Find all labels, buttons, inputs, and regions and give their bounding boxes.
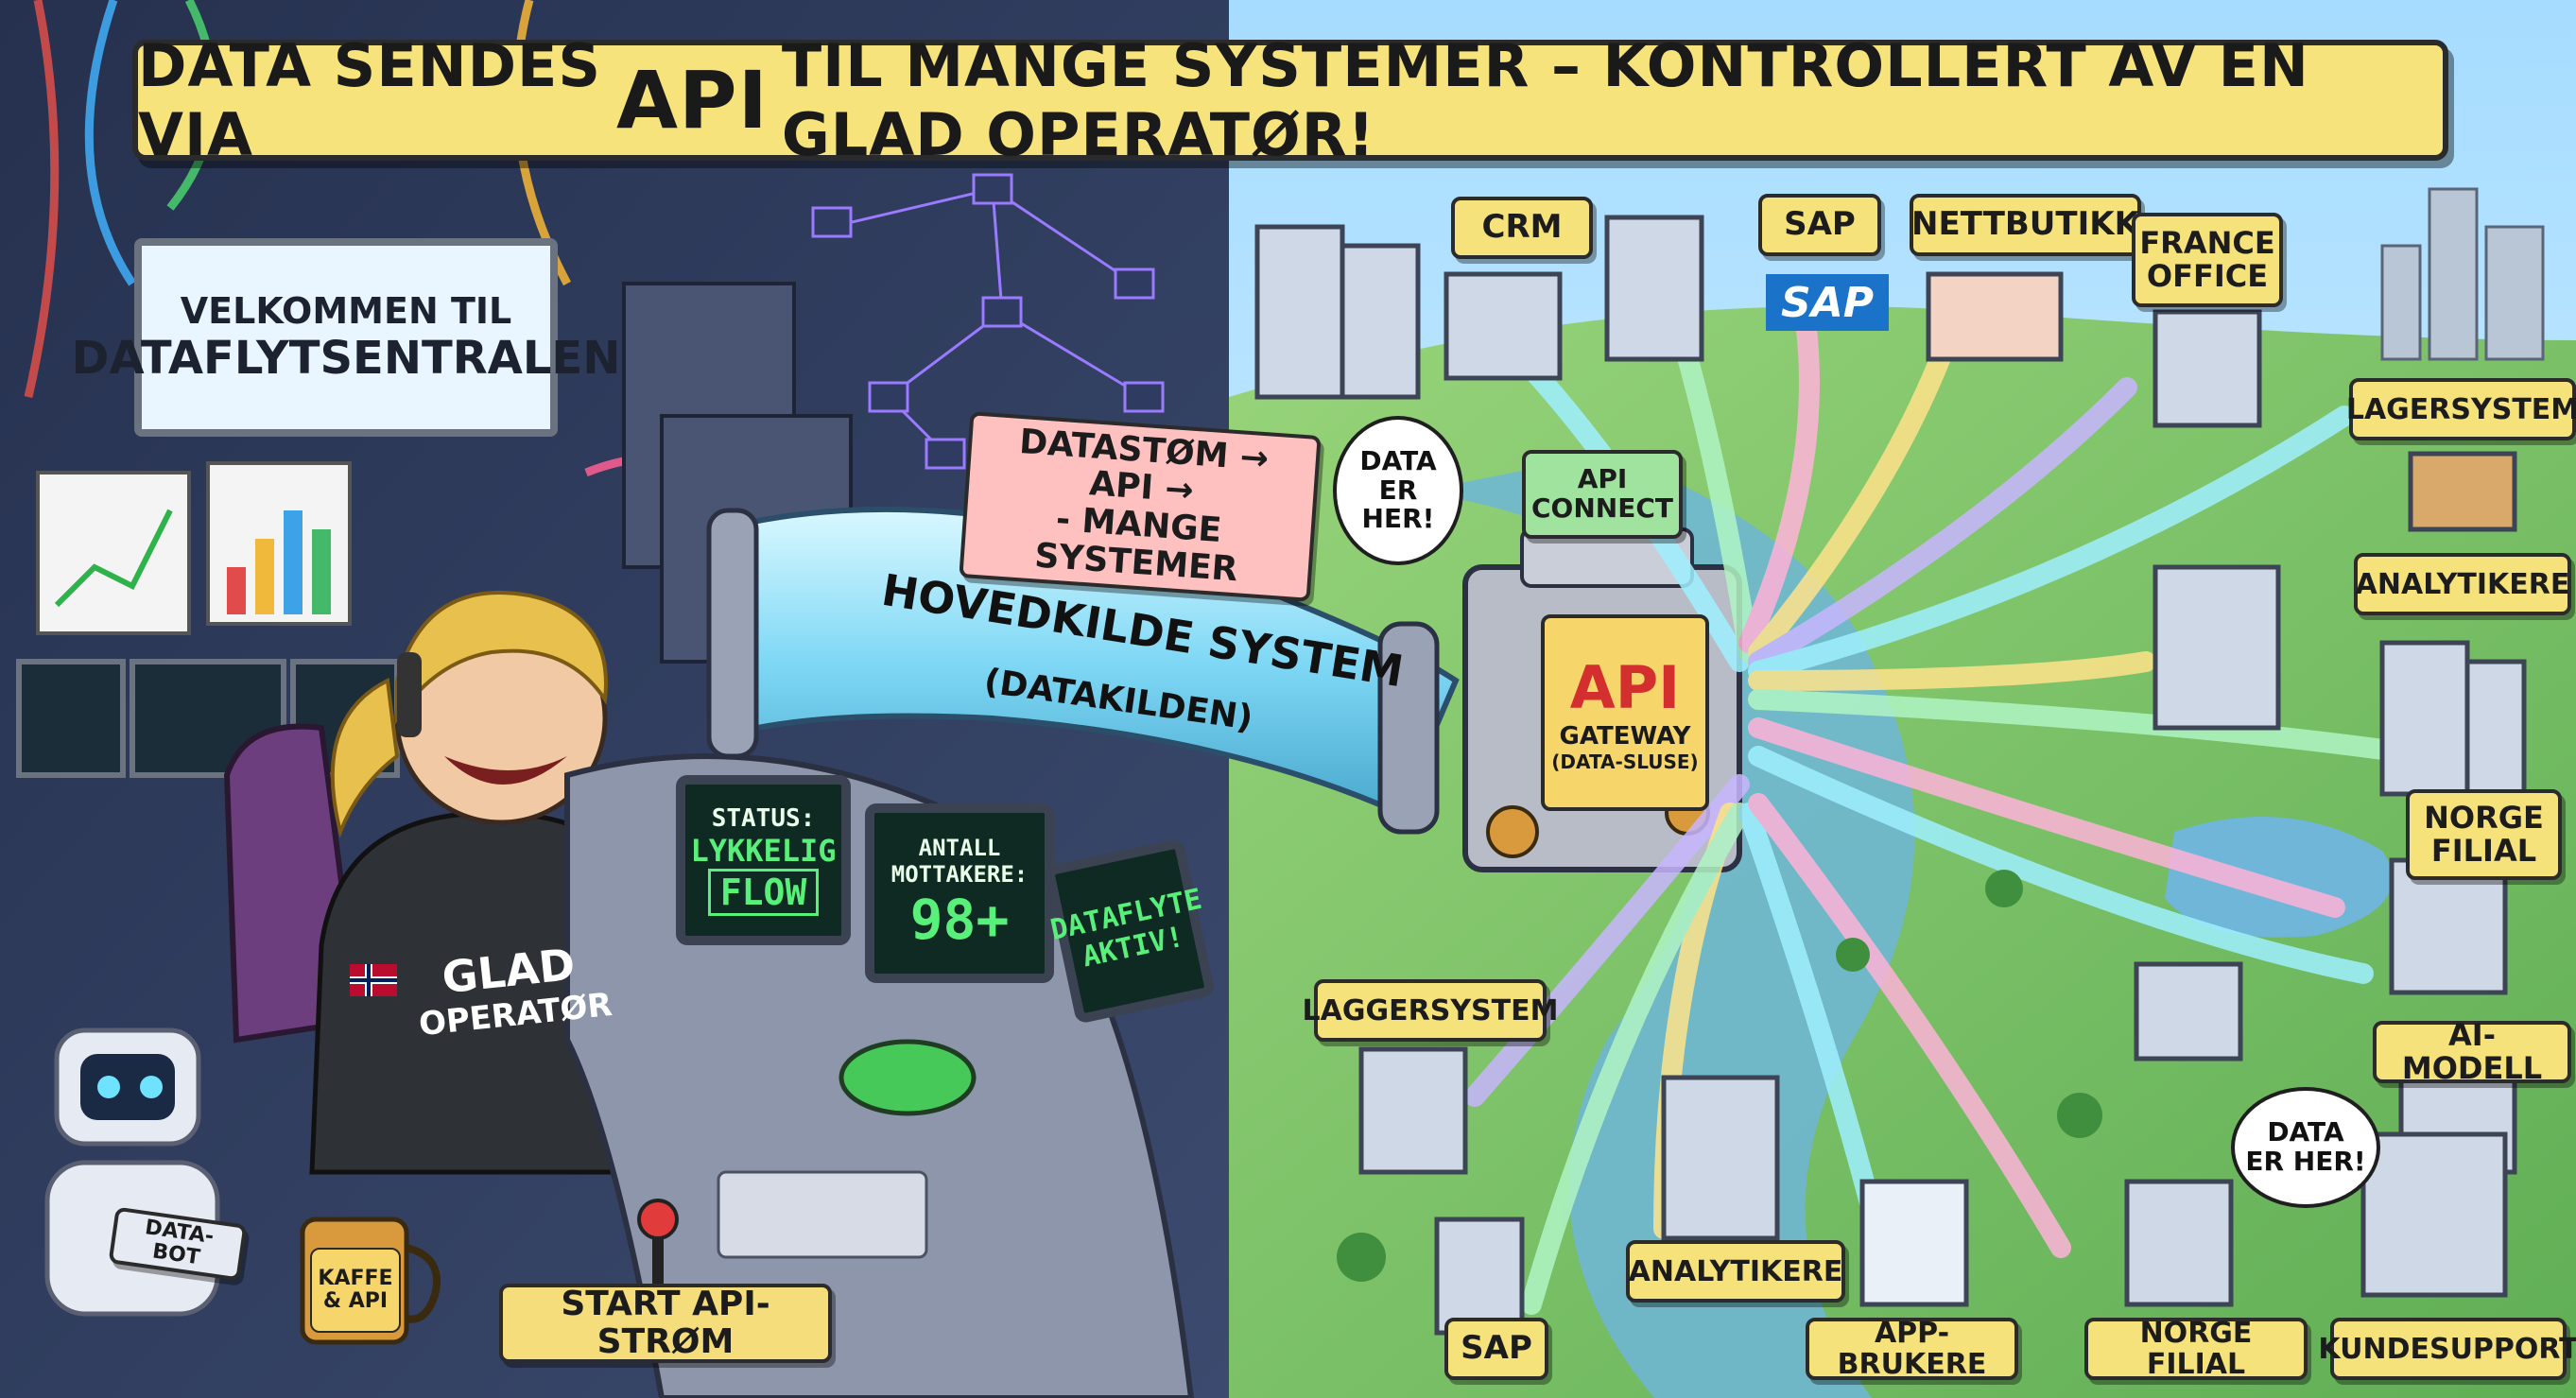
- recipients-label: ANTALL MOTTAKERE:: [890, 835, 1029, 888]
- flow-label: DATAFLYTE AKTIV!: [1047, 882, 1205, 975]
- speech-bubble-bottom: DATA ER HER!: [2231, 1087, 2380, 1208]
- status-label: STATUS:: [711, 804, 816, 833]
- robot: [44, 1027, 220, 1317]
- big-green-button: [838, 1039, 977, 1116]
- mug-label: KAFFE & API: [310, 1248, 401, 1333]
- banner-text-api: API: [616, 54, 769, 147]
- speech-bubble-top: DATA ER HER!: [1333, 416, 1463, 565]
- recipients-value: 98+: [909, 888, 1010, 952]
- status-value: LYKKELIG: [690, 833, 837, 869]
- system-norge-filial-right[interactable]: NORGE FILIAL: [2406, 789, 2562, 880]
- system-analytikere-bottom[interactable]: ANALYTIKERE: [1626, 1240, 1845, 1303]
- api-connect-label: API CONNECT: [1522, 450, 1683, 539]
- network-diagram: [811, 173, 1165, 470]
- welcome-line-1: VELKOMMEN TIL: [180, 290, 512, 332]
- welcome-sign: VELKOMMEN TIL DATAFLYTSENTRALEN: [72, 238, 620, 437]
- gateway-line-3: (DATA-SLUSE): [1551, 750, 1699, 773]
- start-api-stream-button[interactable]: START API-STRØM: [499, 1284, 832, 1363]
- system-france-office[interactable]: FRANCE OFFICE: [2132, 213, 2283, 307]
- status-screen: STATUS: LYKKELIG FLOW: [676, 775, 851, 945]
- system-sap-bottom[interactable]: SAP: [1444, 1318, 1548, 1380]
- system-norge-filial-bottom[interactable]: NORGE FILIAL: [2084, 1318, 2308, 1380]
- city-skyline: [2380, 187, 2545, 361]
- gateway-title: API: [1569, 652, 1681, 722]
- pipe-sign: DATASTØM → API → - MANGE SYSTEMER: [959, 411, 1322, 602]
- wall-charts: [36, 461, 352, 635]
- system-sap-top[interactable]: SAP: [1758, 194, 1881, 256]
- destination-buildings: [1254, 215, 2527, 1336]
- system-nettbutikk[interactable]: NETTBUTIKK: [1910, 194, 2141, 256]
- system-laggersystem[interactable]: LAGGERSYSTEM: [1303, 979, 1558, 1042]
- gateway-line-2: GATEWAY: [1559, 721, 1691, 751]
- keyboard: [717, 1170, 928, 1259]
- system-crm[interactable]: CRM: [1451, 197, 1593, 259]
- title-banner: DATA SENDES VIA API TIL MANGE SYSTEMER –…: [132, 31, 2448, 169]
- status-flow: FLOW: [707, 869, 820, 916]
- system-analytikere-right[interactable]: ANALYTIKERE: [2354, 553, 2571, 615]
- banner-text-after: TIL MANGE SYSTEMER – KONTROLLERT AV EN G…: [781, 31, 2309, 169]
- system-lagersystem-top[interactable]: LAGERSYSTEM: [2346, 378, 2576, 440]
- api-gateway-panel: API GATEWAY (DATA-SLUSE): [1541, 614, 1709, 811]
- sap-logo: SAP: [1766, 274, 1889, 331]
- recipients-screen: ANTALL MOTTAKERE: 98+: [865, 803, 1054, 983]
- system-app-brukere[interactable]: APP-BRUKERE: [1806, 1318, 2018, 1380]
- pipe-couplings: [706, 508, 1440, 835]
- system-ai-modell[interactable]: AI-MODELL: [2373, 1018, 2571, 1085]
- banner-text-before: DATA SENDES VIA: [138, 31, 602, 169]
- welcome-line-2: DATAFLYTSENTRALEN: [71, 332, 621, 385]
- system-kundesupport[interactable]: KUNDESUPPORT: [2318, 1318, 2576, 1380]
